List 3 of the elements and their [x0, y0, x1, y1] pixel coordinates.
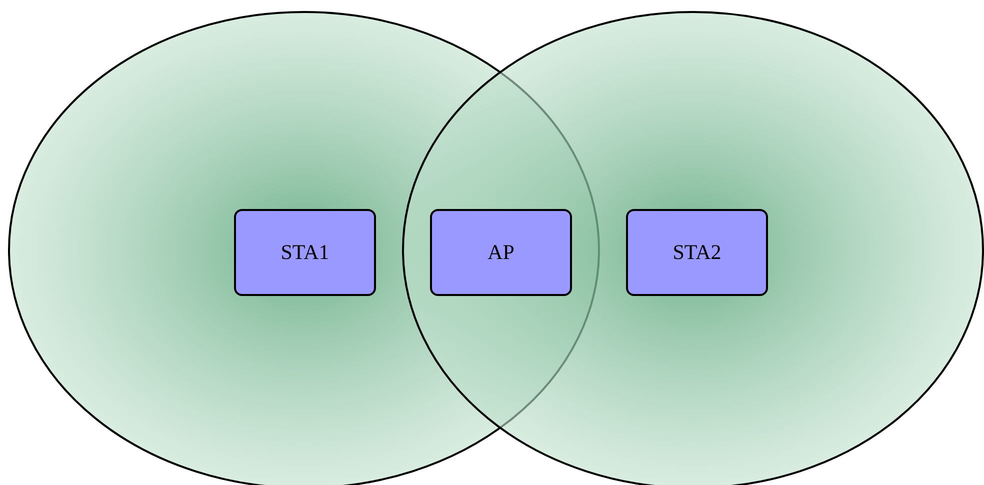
station-box: AP — [430, 209, 572, 296]
station-box: STA2 — [626, 209, 768, 296]
station-box: STA1 — [234, 209, 376, 296]
